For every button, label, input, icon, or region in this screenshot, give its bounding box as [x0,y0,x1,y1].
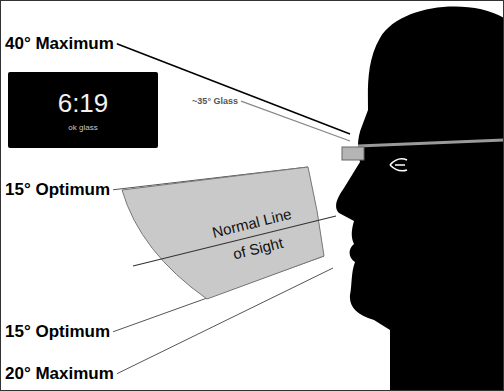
maximum-angle-label: 40° Maximum [5,34,114,54]
optimum-zone [122,167,324,299]
glass-prism [342,147,364,160]
head-silhouette [336,7,504,391]
prompt-text: ok glass [68,123,97,133]
glass-angle-label: ~35° Glass [192,96,238,106]
glass-screen: 6:19 ok glass [8,72,158,148]
leader-line [241,101,350,141]
glass-frame [358,140,504,146]
clock-text: 6:19 [58,88,109,119]
optimum-angle-label: 15° Optimum [5,180,110,200]
maximum-angle-label: 20° Maximum [5,364,114,384]
optimum-angle-label: 15° Optimum [5,322,110,342]
sight-wedge: Normal Line of Sight [118,160,343,310]
eye [390,159,407,171]
